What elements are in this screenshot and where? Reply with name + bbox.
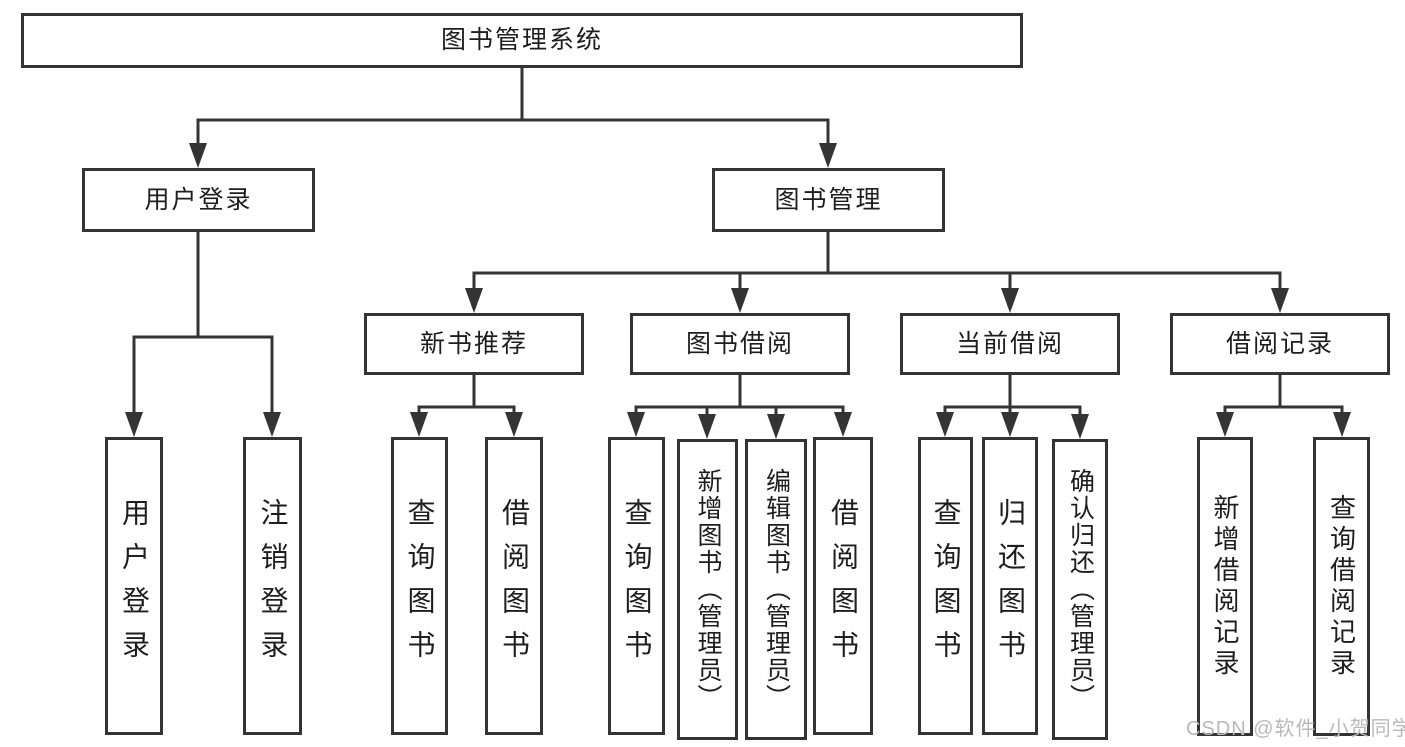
node-user-login: 用户登录 [82, 168, 315, 232]
leaf-label: 用户登录 [119, 498, 150, 674]
node-new-book-recommendation: 新书推荐 [364, 313, 584, 375]
leaf-query-borrow-record: 查询借阅记录 [1313, 437, 1370, 736]
node-label: 图书管理 [774, 185, 883, 214]
leaf-label: 确认归还（管理员） [1066, 468, 1095, 711]
leaf-borrow-borrow-books: 借阅图书 [813, 437, 873, 735]
leaf-add-borrow-record: 新增借阅记录 [1197, 437, 1253, 736]
leaf-label: 查询图书 [621, 498, 653, 674]
leaf-label: 借阅图书 [499, 498, 530, 674]
leaf-label: 查询借阅记录 [1326, 493, 1357, 680]
leaf-label: 查询图书 [930, 498, 962, 674]
node-label: 图书借阅 [685, 329, 794, 358]
leaf-logout: 注销登录 [243, 437, 302, 735]
node-label: 用户登录 [144, 185, 253, 214]
leaf-user-login: 用户登录 [105, 437, 163, 735]
node-library-management-system: 图书管理系统 [21, 13, 1023, 68]
leaf-rec-borrow-books: 借阅图书 [485, 437, 543, 735]
leaf-label: 新增借阅记录 [1210, 493, 1240, 680]
leaf-label: 查询图书 [404, 498, 436, 674]
leaf-label: 编辑图书（管理员） [762, 468, 791, 711]
leaf-edit-books-admin: 编辑图书（管理员） [745, 439, 807, 740]
watermark: CSDN @软件_小贺同学 [1186, 718, 1405, 740]
node-label: 图书管理系统 [440, 26, 603, 54]
node-current-borrowing: 当前借阅 [900, 313, 1120, 375]
leaf-label: 注销登录 [257, 498, 289, 674]
leaf-label: 归还图书 [995, 498, 1026, 674]
node-book-management: 图书管理 [712, 168, 945, 232]
node-label: 借阅记录 [1225, 329, 1334, 358]
node-borrowing-records: 借阅记录 [1170, 313, 1390, 375]
leaf-confirm-return-admin: 确认归还（管理员） [1052, 439, 1108, 740]
node-label: 当前借阅 [955, 329, 1064, 358]
arrowheads [125, 143, 1351, 439]
leaf-rec-query-books: 查询图书 [391, 437, 448, 735]
leaf-return-books: 归还图书 [982, 437, 1038, 735]
leaf-label: 借阅图书 [828, 498, 859, 674]
node-label: 新书推荐 [419, 329, 528, 358]
leaf-label: 新增图书（管理员） [694, 468, 722, 711]
leaf-borrow-query-books: 查询图书 [608, 437, 665, 735]
leaf-current-query-books: 查询图书 [918, 437, 973, 735]
connector-path [132, 67, 1344, 416]
node-book-borrowing: 图书借阅 [630, 313, 850, 375]
leaf-add-books-admin: 新增图书（管理员） [677, 439, 738, 740]
